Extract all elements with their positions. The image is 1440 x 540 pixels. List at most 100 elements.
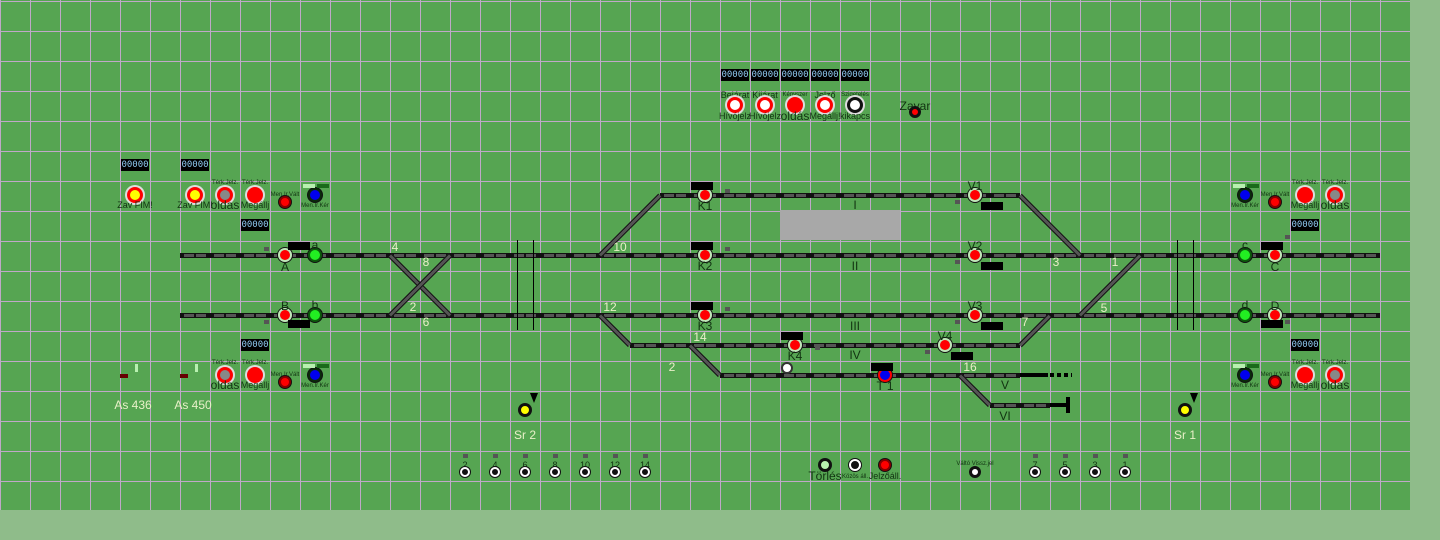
fim-button-2[interactable] (187, 187, 203, 203)
signal-c[interactable] (1238, 248, 1252, 262)
signal-a[interactable] (308, 248, 322, 262)
switch-key-6[interactable] (520, 467, 530, 477)
indicator-lamp (643, 454, 648, 458)
label-zav-fim: Zav FIM! (117, 200, 153, 210)
switch-key-label: 14 (639, 460, 651, 470)
switch-number-s2: 2 (409, 300, 417, 314)
common-stop-button[interactable] (849, 459, 861, 471)
signal-d[interactable] (1238, 308, 1252, 322)
fim-button-1[interactable] (127, 187, 143, 203)
fault-indicator[interactable] (910, 107, 920, 117)
control-button-4[interactable] (847, 97, 863, 113)
axle-counter-indicator (135, 364, 138, 372)
switch-key-4[interactable] (490, 467, 500, 477)
axle-counter-indicator (120, 374, 128, 378)
arrow-icon (317, 184, 329, 188)
signal-stop-button[interactable] (879, 459, 891, 471)
indicator-lamp (463, 454, 468, 458)
track-segment (990, 403, 1050, 408)
signal-V3[interactable] (968, 308, 982, 322)
signal-V1[interactable] (968, 188, 982, 202)
direction-request-button[interactable] (308, 188, 322, 202)
signal-head-icon (981, 262, 1003, 270)
track-segment (720, 373, 1020, 378)
switch-diverging-track (958, 373, 992, 408)
switch-number-s6: 6 (422, 315, 430, 329)
local-release-icon[interactable] (781, 362, 793, 374)
direction-change-button[interactable] (1269, 196, 1281, 208)
switch-return-button[interactable] (970, 467, 980, 477)
direction-change-button[interactable] (279, 196, 291, 208)
shunting-signal-Sr2[interactable] (519, 404, 531, 416)
stop-button[interactable] (247, 367, 263, 383)
switch-key-5[interactable] (1060, 467, 1070, 477)
label-megallj: Megállj (240, 200, 270, 210)
buffer-stop-icon (1050, 403, 1068, 407)
stop-button[interactable] (1297, 187, 1313, 203)
counter-display: 00000 (751, 69, 779, 81)
label-terk: Térk.Jelz. (1321, 360, 1349, 366)
direction-request-button[interactable] (308, 368, 322, 382)
signal-label-c: c (1242, 238, 1248, 252)
axle-counter-indicator (180, 374, 188, 378)
signal-b[interactable] (308, 308, 322, 322)
label-terk: Térk.Jelz. (211, 360, 239, 366)
label-terk: Térk.Jelz. (241, 180, 269, 186)
label-torles: Törlés (808, 469, 842, 483)
switch-key-10[interactable] (580, 467, 590, 477)
signal-label-K1: K1 (697, 199, 713, 213)
indicator-lamp (613, 454, 618, 458)
switch-key-12[interactable] (610, 467, 620, 477)
indicator-lamp (523, 454, 528, 458)
switch-key-label: 7 (1032, 460, 1038, 470)
clear-button[interactable] (819, 459, 831, 471)
direction-change-button[interactable] (1269, 376, 1281, 388)
direction-request-button[interactable] (1238, 368, 1252, 382)
switch-key-14[interactable] (640, 467, 650, 477)
signal-head-icon (1261, 320, 1283, 328)
stop-button[interactable] (1297, 367, 1313, 383)
switch-key-3[interactable] (1090, 467, 1100, 477)
signal-V2[interactable] (968, 248, 982, 262)
indicator-lamp (264, 320, 269, 324)
axle-counter-indicator (195, 364, 198, 372)
label-megallj: Megállj (1290, 200, 1320, 210)
switch-key-2[interactable] (460, 467, 470, 477)
signal-head-icon (691, 182, 713, 190)
insulation-joint-line (517, 240, 518, 330)
release-button[interactable] (1327, 367, 1343, 383)
switch-key-1[interactable] (1120, 467, 1130, 477)
signal-label-b: b (311, 298, 319, 312)
signal-B[interactable] (278, 308, 292, 322)
signal-head-icon (1261, 242, 1283, 250)
signal-V4[interactable] (938, 338, 952, 352)
arrow-icon (317, 364, 329, 368)
release-button[interactable] (217, 187, 233, 203)
switch-diverging-track (688, 343, 722, 378)
label-valto-vissza: Váltó Vissz.jel (956, 461, 994, 467)
insulation-joint-line (1193, 240, 1194, 330)
indicator-lamp (553, 454, 558, 458)
control-button-3[interactable] (817, 97, 833, 113)
signal-A[interactable] (278, 248, 292, 262)
release-button[interactable] (1327, 187, 1343, 203)
button-top-label: Szigetelés (841, 92, 869, 98)
switch-key-label: 2 (462, 460, 468, 470)
switch-key-7[interactable] (1030, 467, 1040, 477)
stop-button[interactable] (247, 187, 263, 203)
shunting-signal-Sr1[interactable] (1179, 404, 1191, 416)
direction-change-button[interactable] (279, 376, 291, 388)
label-terk: Térk.Jelz. (241, 360, 269, 366)
switch-key-8[interactable] (550, 467, 560, 477)
control-button-1[interactable] (757, 97, 773, 113)
label-men-valt: Men.Ir.Vált (270, 192, 300, 198)
label-oldas: oldas (210, 198, 240, 212)
label-men-ker: Men.Ir.Kér (1231, 383, 1259, 389)
release-button[interactable] (217, 367, 233, 383)
label-terk: Térk.Jelz. (1291, 360, 1319, 366)
control-button-0[interactable] (727, 97, 743, 113)
switch-number-s5: 5 (1100, 301, 1108, 315)
direction-request-button[interactable] (1238, 188, 1252, 202)
control-button-2[interactable] (787, 97, 803, 113)
signal-label-D: D (1270, 299, 1280, 313)
